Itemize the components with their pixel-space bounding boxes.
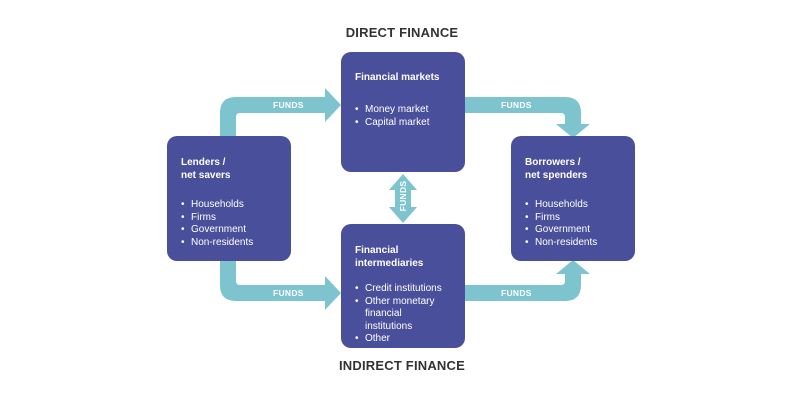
financial-markets-item: Capital market <box>355 117 451 130</box>
financial-intermediaries-item: Credit institutions <box>355 283 451 296</box>
lenders-box: Lenders / net savers Households Firms Go… <box>167 136 291 261</box>
funds-label-bottom-right: FUNDS <box>501 288 532 298</box>
funds-label-vertical: FUNDS <box>398 180 408 212</box>
arrow-markets-to-borrowers <box>465 97 590 138</box>
funds-label-top-left: FUNDS <box>273 100 304 110</box>
financial-intermediaries-item: Other <box>355 333 451 346</box>
arrow-lenders-to-markets <box>220 88 341 136</box>
arrow-lenders-to-intermediaries <box>220 261 341 310</box>
funds-label-bottom-left: FUNDS <box>273 288 304 298</box>
borrowers-item: Government <box>525 224 621 237</box>
lenders-item: Households <box>181 199 277 212</box>
borrowers-item: Non-residents <box>525 237 621 250</box>
lenders-title: Lenders / net savers <box>181 157 231 181</box>
arrow-markets-intermediaries-exchange <box>389 174 417 223</box>
funds-label-top-right: FUNDS <box>501 100 532 110</box>
borrowers-title: Borrowers / net spenders <box>525 157 588 181</box>
financial-markets-box: Financial markets Money market Capital m… <box>341 52 465 172</box>
financial-intermediaries-box: Financial intermediaries Credit institut… <box>341 224 465 348</box>
borrowers-box: Borrowers / net spenders Households Firm… <box>511 136 635 261</box>
financial-markets-title: Financial markets <box>355 72 440 83</box>
financial-intermediaries-item: Other monetary financial institutions <box>355 296 451 334</box>
lenders-item: Government <box>181 224 277 237</box>
financial-intermediaries-list: Credit institutions Other monetary finan… <box>355 283 451 346</box>
borrowers-item: Firms <box>525 212 621 225</box>
lenders-item: Firms <box>181 212 277 225</box>
arrow-intermediaries-to-borrowers <box>465 260 590 301</box>
lenders-list: Households Firms Government Non-resident… <box>181 199 277 249</box>
indirect-finance-title: INDIRECT FINANCE <box>339 358 465 373</box>
lenders-item: Non-residents <box>181 237 277 250</box>
borrowers-item: Households <box>525 199 621 212</box>
borrowers-list: Households Firms Government Non-resident… <box>525 199 621 249</box>
financial-markets-list: Money market Capital market <box>355 104 451 129</box>
financial-markets-item: Money market <box>355 104 451 117</box>
financial-intermediaries-title: Financial intermediaries <box>355 245 424 269</box>
direct-finance-title: DIRECT FINANCE <box>345 25 459 40</box>
